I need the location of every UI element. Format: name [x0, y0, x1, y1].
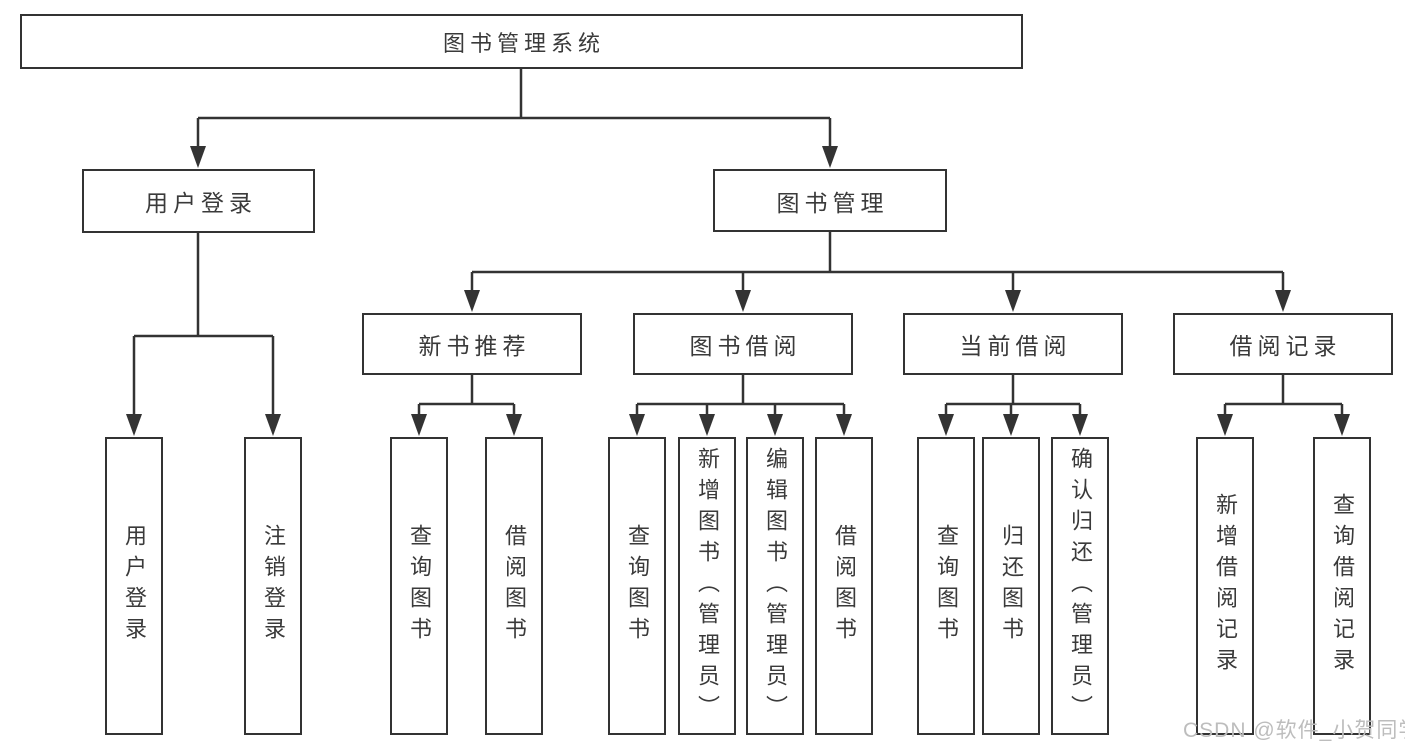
arrow-down-icon — [506, 414, 522, 436]
node-label: 当前借阅 — [959, 333, 1072, 359]
leaf-borrow-borrow-books: 借阅图书 — [815, 437, 873, 735]
leaf-current-confirm-return-admin: 确认归还（管理员） — [1051, 437, 1109, 735]
connector-user-login-children — [126, 233, 281, 436]
leaf-recommend-borrow-books: 借阅图书 — [485, 437, 543, 735]
node-borrow-records: 借阅记录 — [1173, 313, 1393, 375]
leaf-borrow-query-books: 查询图书 — [608, 437, 666, 735]
node-label: 新增图书（管理员） — [695, 446, 720, 726]
leaf-current-query-books: 查询图书 — [917, 437, 975, 735]
arrow-down-icon — [822, 146, 838, 168]
arrow-down-icon — [265, 414, 281, 436]
leaf-user-login: 用户登录 — [105, 437, 163, 735]
leaf-borrow-add-books-admin: 新增图书（管理员） — [678, 437, 736, 735]
arrow-down-icon — [1334, 414, 1350, 436]
node-new-book-recommend: 新书推荐 — [362, 313, 582, 375]
node-label: 确认归还（管理员） — [1068, 446, 1093, 726]
node-label: 用户登录 — [145, 190, 257, 216]
node-label: 新增借阅记录 — [1213, 493, 1238, 679]
node-book-borrow: 图书借阅 — [633, 313, 853, 375]
arrow-down-icon — [836, 414, 852, 436]
connector-book-management-children — [464, 232, 1291, 312]
arrow-down-icon — [1217, 414, 1233, 436]
node-book-management: 图书管理 — [713, 169, 947, 232]
arrow-down-icon — [1003, 414, 1019, 436]
node-label: 查询图书 — [407, 524, 432, 648]
node-label: 借阅图书 — [832, 524, 857, 648]
node-label: 查询图书 — [934, 524, 959, 648]
arrow-down-icon — [699, 414, 715, 436]
arrow-down-icon — [629, 414, 645, 436]
node-label: 图书管理系统 — [442, 30, 605, 56]
connector-current-borrow-children — [938, 375, 1088, 436]
leaf-borrow-edit-books-admin: 编辑图书（管理员） — [746, 437, 804, 735]
node-current-borrow: 当前借阅 — [903, 313, 1123, 375]
arrow-down-icon — [1275, 290, 1291, 312]
leaf-current-return-books: 归还图书 — [982, 437, 1040, 735]
leaf-records-add-record: 新增借阅记录 — [1196, 437, 1254, 735]
connector-borrow-children — [629, 375, 852, 436]
node-label: 查询借阅记录 — [1330, 493, 1355, 679]
node-label: 图书管理 — [776, 189, 889, 216]
arrow-down-icon — [464, 290, 480, 312]
node-label: 新书推荐 — [418, 333, 531, 359]
arrow-down-icon — [735, 290, 751, 312]
connector-root-to-level2 — [190, 69, 838, 168]
connector-records-children — [1217, 375, 1350, 436]
node-label: 借阅记录 — [1229, 333, 1342, 359]
arrow-down-icon — [938, 414, 954, 436]
node-label: 注销登录 — [261, 524, 286, 648]
arrow-down-icon — [190, 146, 206, 168]
node-label: 编辑图书（管理员） — [763, 446, 788, 726]
node-label: 借阅图书 — [502, 524, 527, 648]
node-user-login: 用户登录 — [82, 169, 315, 233]
leaf-recommend-query-books: 查询图书 — [390, 437, 448, 735]
node-label: 查询图书 — [625, 524, 650, 648]
arrow-down-icon — [411, 414, 427, 436]
leaf-records-query-record: 查询借阅记录 — [1313, 437, 1371, 735]
node-root: 图书管理系统 — [20, 14, 1023, 69]
arrow-down-icon — [1005, 290, 1021, 312]
node-label: 归还图书 — [999, 524, 1024, 648]
watermark: CSDN @软件_小贺同学 — [1183, 719, 1405, 742]
connector-recommend-children — [411, 375, 522, 436]
arrow-down-icon — [1072, 414, 1088, 436]
node-label: 用户登录 — [122, 524, 147, 648]
leaf-logout: 注销登录 — [244, 437, 302, 735]
arrow-down-icon — [126, 414, 142, 436]
arrow-down-icon — [767, 414, 783, 436]
node-label: 图书借阅 — [689, 333, 802, 359]
